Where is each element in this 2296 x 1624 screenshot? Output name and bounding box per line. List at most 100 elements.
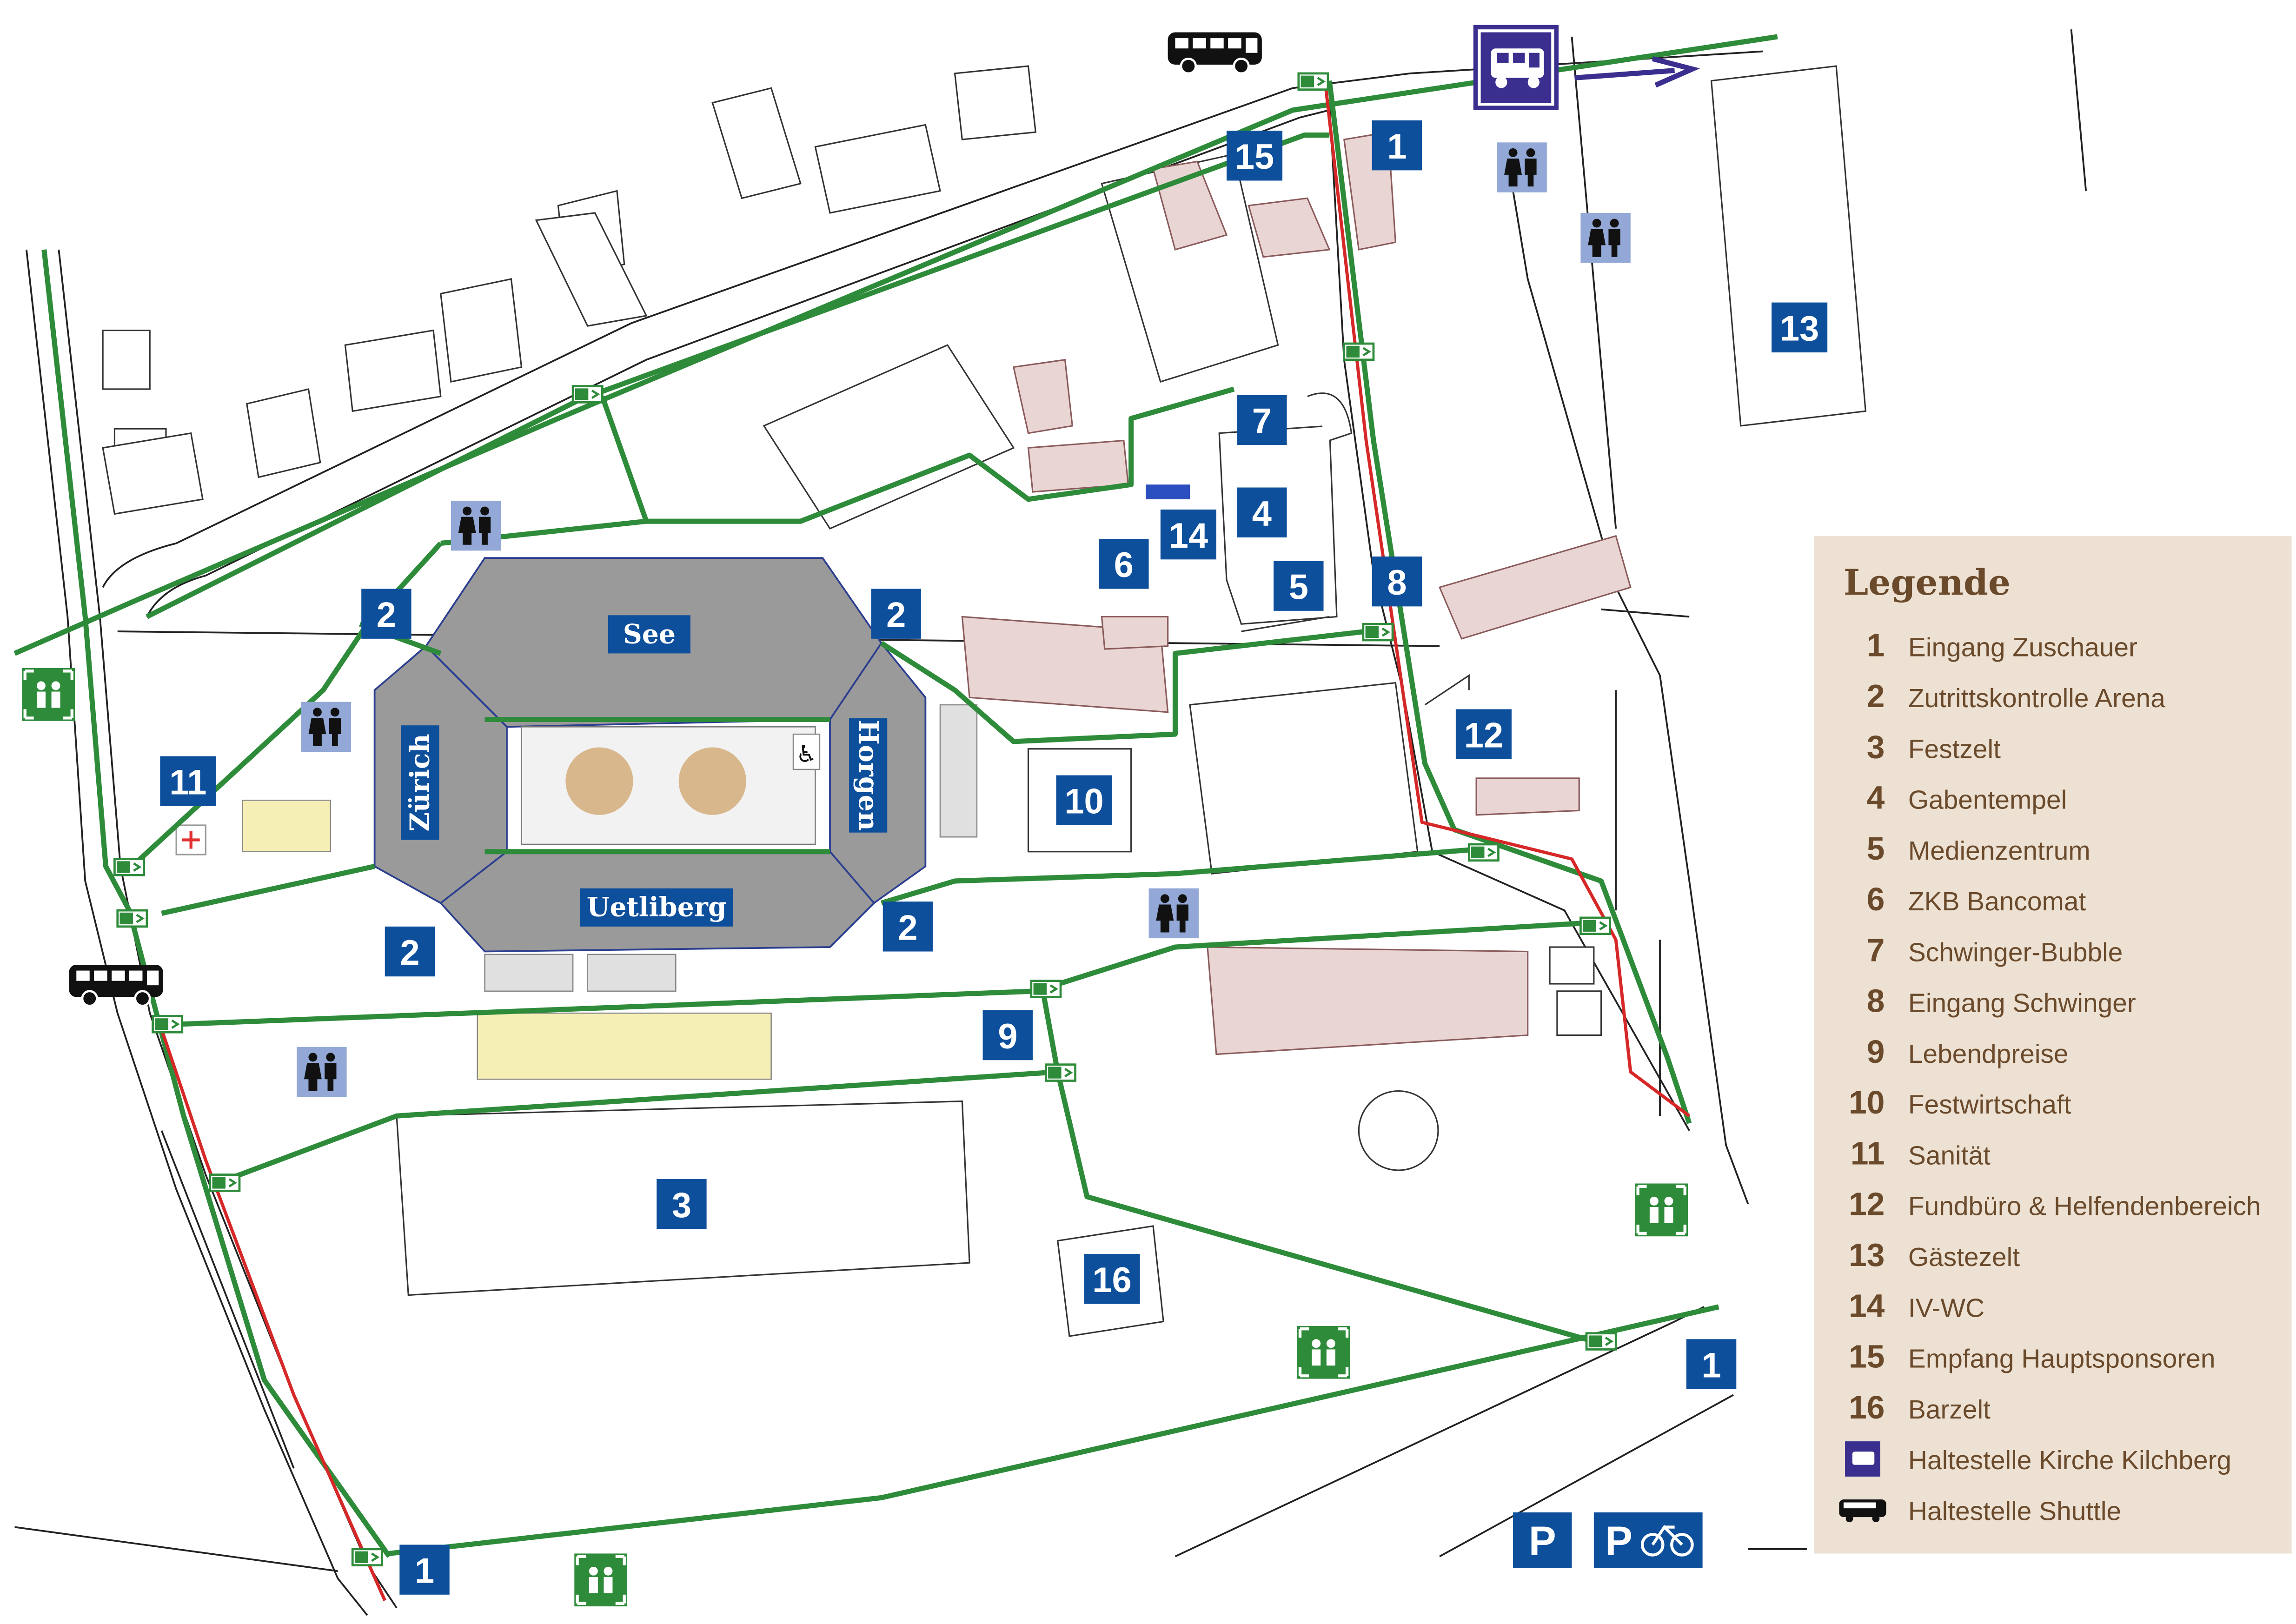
location-marker-box bbox=[385, 926, 435, 977]
wc-icon bbox=[301, 702, 352, 752]
location-marker-label: 10 bbox=[1064, 782, 1103, 822]
location-marker-label: 2 bbox=[898, 908, 917, 948]
location-marker-box bbox=[1099, 539, 1149, 589]
location-marker-box bbox=[1772, 302, 1828, 352]
location-marker-box bbox=[1084, 1254, 1140, 1304]
location-marker: 2 bbox=[871, 589, 921, 639]
location-marker-label: 14 bbox=[1169, 516, 1208, 556]
wheelchair-icon: ♿ bbox=[792, 733, 821, 770]
location-marker-box bbox=[1227, 131, 1283, 181]
location-marker-label: 2 bbox=[886, 596, 906, 635]
location-marker: 4 bbox=[1237, 487, 1287, 537]
location-marker: 5 bbox=[1274, 561, 1324, 611]
sector-label-box bbox=[580, 888, 733, 927]
sawdust-ring-right bbox=[678, 747, 746, 815]
location-marker: 14 bbox=[1160, 509, 1216, 560]
legend-item-label: Barzelt bbox=[1908, 1395, 1991, 1425]
first-aid-cross bbox=[182, 831, 200, 849]
emergency-exit-icon bbox=[1344, 344, 1374, 360]
location-marker-label: 1 bbox=[1702, 1346, 1721, 1385]
legend-item-number: 12 bbox=[1849, 1186, 1885, 1222]
legend-item: Haltestelle Shuttle bbox=[1839, 1497, 2121, 1526]
location-marker: 7 bbox=[1237, 395, 1287, 445]
location-marker-label: 4 bbox=[1252, 494, 1272, 534]
wc-icon bbox=[1580, 212, 1631, 263]
emergency-exit-icon bbox=[210, 1175, 239, 1191]
assembly-point-icon bbox=[1297, 1326, 1350, 1379]
legend-title: Legende bbox=[1844, 562, 2011, 603]
legend-item-number: 2 bbox=[1867, 678, 1885, 714]
location-marker-label: 2 bbox=[377, 596, 396, 635]
arrow-right-icon bbox=[1574, 56, 1700, 88]
assembly-point-icon bbox=[1635, 1184, 1688, 1237]
emergency-exit-icon bbox=[352, 1549, 382, 1565]
location-marker: 2 bbox=[883, 901, 933, 952]
location-marker: 3 bbox=[657, 1179, 707, 1229]
sector-label-text: Uetliberg bbox=[587, 892, 727, 923]
legend-item-label: Schwinger-Bubble bbox=[1908, 938, 2123, 967]
legend-item-number: 7 bbox=[1867, 932, 1885, 968]
sector-label: Horgen bbox=[849, 718, 888, 833]
wc-icon bbox=[451, 500, 501, 551]
location-marker-box bbox=[399, 1544, 450, 1595]
legend-item: 15 Empfang Hauptsponsoren bbox=[1849, 1339, 2215, 1375]
legend-item: Haltestelle Kirche Kilchberg bbox=[1845, 1441, 2231, 1477]
location-marker-label: 16 bbox=[1092, 1260, 1131, 1300]
legend-item-number: 15 bbox=[1849, 1339, 1885, 1375]
bus-stop-icon bbox=[1473, 25, 1559, 110]
legend-item-number: 3 bbox=[1867, 729, 1885, 765]
emergency-exit-icon bbox=[1046, 1065, 1075, 1081]
legend-item-number: 5 bbox=[1867, 830, 1885, 867]
svg-text:♿: ♿ bbox=[796, 740, 817, 768]
location-marker-box bbox=[1237, 487, 1287, 537]
sector-label-box bbox=[849, 718, 888, 833]
legend-item-number: 10 bbox=[1849, 1084, 1885, 1120]
assembly-point-icon bbox=[22, 668, 75, 721]
emergency-exit-icon bbox=[114, 859, 144, 875]
legend-item-label: Lebendpreise bbox=[1908, 1040, 2069, 1069]
location-marker-box bbox=[1160, 509, 1216, 560]
location-marker: 15 bbox=[1227, 131, 1283, 181]
first-aid-icon bbox=[175, 824, 206, 855]
legend-item-label: Sanität bbox=[1908, 1141, 1991, 1170]
legend-item-number: 1 bbox=[1867, 627, 1885, 663]
bus-icon bbox=[69, 965, 163, 1006]
location-marker-box bbox=[1455, 709, 1512, 759]
legend-item-label: Gästezelt bbox=[1908, 1243, 2020, 1272]
pink-buildings bbox=[961, 131, 1632, 1055]
emergency-exit-icon bbox=[1299, 73, 1328, 90]
location-marker-label: 12 bbox=[1464, 716, 1503, 756]
assembly-point-icon bbox=[574, 1553, 627, 1606]
legend-item-label: IV-WC bbox=[1908, 1293, 1984, 1323]
location-marker-label: 5 bbox=[1289, 568, 1308, 607]
emergency-exit-icon bbox=[153, 1016, 182, 1032]
parking-label: P bbox=[1529, 1518, 1556, 1564]
legend-item-label: Empfang Hauptsponsoren bbox=[1908, 1345, 2216, 1374]
legend-item-number: 14 bbox=[1849, 1287, 1885, 1324]
location-marker: 1 bbox=[1686, 1339, 1737, 1389]
location-marker-box bbox=[1686, 1339, 1737, 1389]
bicycle-icon bbox=[1640, 1525, 1694, 1557]
location-marker-label: 1 bbox=[1387, 127, 1407, 166]
picnic-tables bbox=[242, 704, 978, 1080]
emergency-exit-icon bbox=[1363, 624, 1393, 640]
location-marker-box bbox=[883, 901, 933, 952]
location-marker: 13 bbox=[1772, 302, 1828, 352]
sector-label-text: See bbox=[623, 619, 676, 650]
legend-item-label: Zutrittskontrolle Arena bbox=[1908, 684, 2165, 713]
location-marker-label: 7 bbox=[1252, 402, 1272, 441]
parking-area: P P bbox=[1513, 1512, 1703, 1568]
sector-label-text: Horgen bbox=[853, 720, 883, 831]
